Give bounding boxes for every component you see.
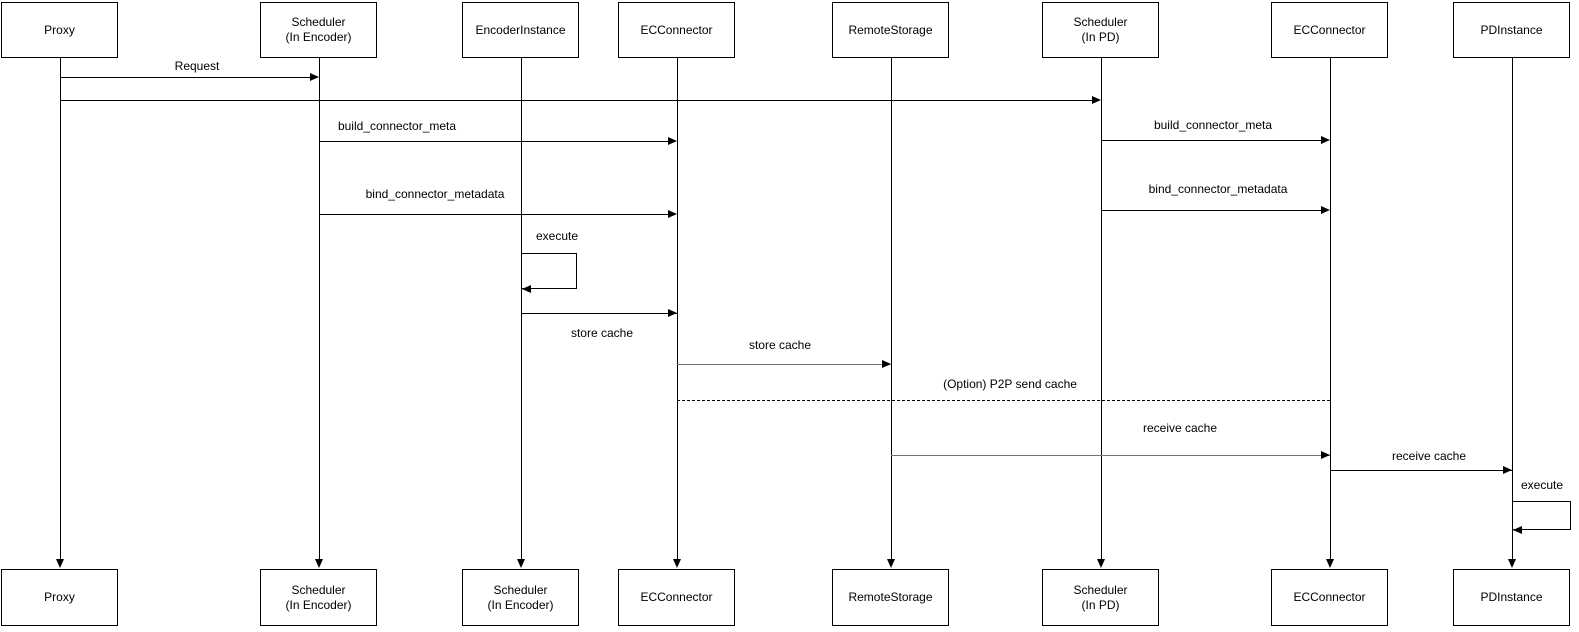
message-selfloop-execute-encoder [521, 253, 577, 289]
lifeline-end-arrowhead [887, 559, 895, 568]
actor-bottom-scheduler-pd: Scheduler (In PD) [1042, 569, 1159, 626]
message-arrow-build-connector-meta-left [319, 141, 668, 142]
execute-encoder-arrowhead [522, 285, 531, 293]
execute-pd-arrowhead [1513, 526, 1522, 534]
actor-top-ecconnector-left: ECConnector [618, 2, 735, 58]
message-label-bind-connector-metadata-left: bind_connector_metadata [365, 187, 505, 201]
lifeline-scheduler-encoder [319, 58, 320, 559]
lifeline-proxy [60, 58, 61, 559]
lifeline-end-arrowhead [1508, 559, 1516, 568]
message-label-request: Request [174, 59, 220, 73]
message-label-store-cache-encoder: store cache [570, 326, 634, 340]
lifeline-end-arrowhead [315, 559, 323, 568]
lifeline-end-arrowhead [673, 559, 681, 568]
actor-top-remotestorage: RemoteStorage [832, 2, 949, 58]
message-arrow-proxy-to-scheduler-pd [60, 100, 1092, 101]
actor-bottom-ecconnector-left: ECConnector [618, 569, 735, 626]
actor-top-scheduler-encoder: Scheduler (In Encoder) [260, 2, 377, 58]
actor-top-proxy: Proxy [1, 2, 118, 58]
message-arrow-store-cache-remote [677, 364, 891, 365]
store-cache-remote-arrowhead [882, 360, 891, 368]
lifeline-encoderinstance [521, 58, 522, 559]
message-selfloop-execute-pd [1512, 501, 1571, 530]
request-arrowhead [310, 73, 319, 81]
message-arrow-receive-cache-remote [891, 455, 1330, 456]
actor-bottom-ecconnector-right: ECConnector [1271, 569, 1388, 626]
build-connector-meta-left-arrowhead [668, 137, 677, 145]
proxy-to-scheduler-pd-arrowhead [1092, 96, 1101, 104]
message-label-receive-cache-pd: receive cache [1391, 449, 1467, 463]
actor-top-scheduler-pd: Scheduler (In PD) [1042, 2, 1159, 58]
lifeline-ecconnector-right [1330, 58, 1331, 559]
actor-bottom-scheduler-encoder-2: Scheduler (In Encoder) [462, 569, 579, 626]
lifeline-pdinstance [1512, 58, 1513, 559]
message-label-bind-connector-metadata-right: bind_connector_metadata [1148, 182, 1288, 196]
message-label-p2p-send-cache: (Option) P2P send cache [943, 377, 1077, 391]
receive-cache-remote-arrowhead [1321, 451, 1330, 459]
lifeline-ecconnector-left [677, 58, 678, 559]
message-arrow-store-cache-encoder [521, 313, 677, 314]
message-label-build-connector-meta-left: build_connector_meta [337, 119, 457, 133]
message-arrow-p2p-send-cache [677, 400, 1330, 401]
message-label-receive-cache-remote: receive cache [1142, 421, 1218, 435]
build-connector-meta-right-arrowhead [1321, 136, 1330, 144]
message-label-execute-encoder: execute [535, 229, 579, 243]
lifeline-remotestorage [891, 58, 892, 559]
store-cache-encoder-arrowhead [668, 309, 677, 317]
message-arrow-bind-connector-metadata-left [319, 214, 668, 215]
lifeline-end-arrowhead [56, 559, 64, 568]
actor-top-ecconnector-right: ECConnector [1271, 2, 1388, 58]
receive-cache-pd-arrowhead [1503, 466, 1512, 474]
lifeline-end-arrowhead [1326, 559, 1334, 568]
message-arrow-bind-connector-metadata-right [1101, 210, 1321, 211]
message-arrow-build-connector-meta-right [1101, 140, 1321, 141]
message-label-build-connector-meta-right: build_connector_meta [1153, 118, 1273, 132]
actor-bottom-proxy: Proxy [1, 569, 118, 626]
lifeline-end-arrowhead [517, 559, 525, 568]
message-label-execute-pd: execute [1520, 478, 1564, 492]
bind-connector-metadata-left-arrowhead [668, 210, 677, 218]
actor-bottom-pdinstance: PDInstance [1453, 569, 1570, 626]
actor-bottom-remotestorage: RemoteStorage [832, 569, 949, 626]
message-arrow-request [60, 77, 310, 78]
bind-connector-metadata-right-arrowhead [1321, 206, 1330, 214]
message-label-store-cache-remote: store cache [748, 338, 812, 352]
actor-bottom-scheduler-encoder: Scheduler (In Encoder) [260, 569, 377, 626]
lifeline-end-arrowhead [1097, 559, 1105, 568]
actor-top-encoderinstance: EncoderInstance [462, 2, 579, 58]
lifeline-scheduler-pd [1101, 58, 1102, 559]
message-arrow-receive-cache-pd [1330, 470, 1512, 471]
actor-top-pdinstance: PDInstance [1453, 2, 1570, 58]
